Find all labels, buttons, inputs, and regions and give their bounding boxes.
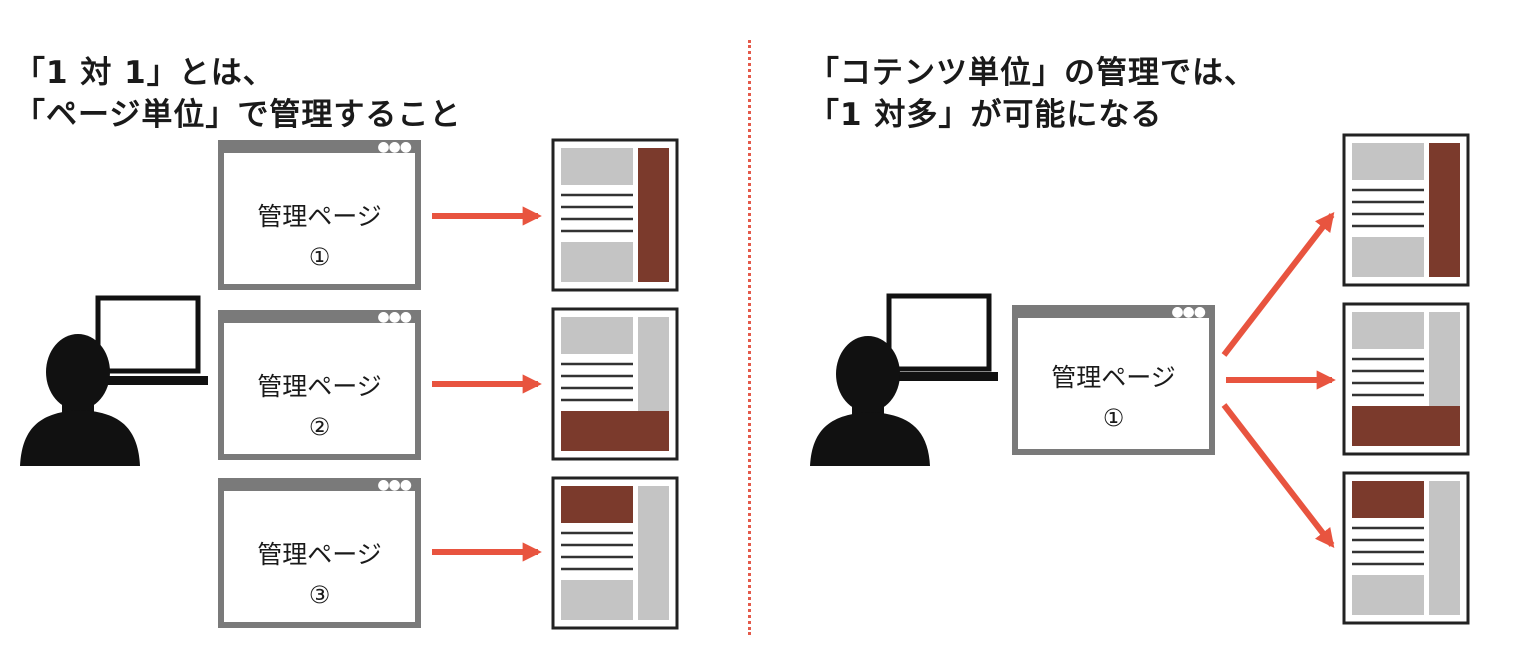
window-dots-icon: ●●● <box>377 309 412 325</box>
person-silhouette-icon <box>20 334 140 466</box>
admin-page-number: ① <box>1102 404 1125 432</box>
admin-page-label: 管理ページ <box>257 540 382 569</box>
admin-page-window-1: ●●● 管理ページ ① <box>218 140 421 290</box>
admin-page-number: ① <box>308 243 331 271</box>
arrow-down-right-icon <box>1221 403 1335 549</box>
left-heading-line-2: 「ページ単位」で管理すること <box>14 97 462 133</box>
person-silhouette-icon <box>810 336 930 466</box>
admin-page-number: ② <box>308 413 331 441</box>
admin-page-window-shared: ●●● 管理ページ ① <box>1012 305 1215 455</box>
document-layout-icon <box>1342 302 1470 456</box>
admin-page-window-2: ●●● 管理ページ ② <box>218 310 421 460</box>
left-user-group <box>20 295 208 466</box>
admin-page-window-3: ●●● 管理ページ ③ <box>218 478 421 628</box>
center-divider <box>748 40 751 635</box>
arrow-up-right-icon <box>1221 211 1335 357</box>
window-dots-icon: ●●● <box>377 139 412 155</box>
right-heading-line-1: 「コテンツ単位」の管理では、 <box>808 55 1256 91</box>
document-layout-icon <box>551 307 679 461</box>
left-heading-line-1: 「1 対 1」とは、 <box>14 55 275 91</box>
document-layout-icon <box>551 138 679 292</box>
right-heading-line-2: 「1 対多」が可能になる <box>808 97 1163 133</box>
window-dots-icon: ●●● <box>1171 304 1206 320</box>
right-heading: 「コテンツ単位」の管理では、 「1 対多」が可能になる <box>808 52 1256 136</box>
document-layout-icon <box>1342 471 1470 625</box>
right-user-group <box>810 293 998 466</box>
admin-page-label: 管理ページ <box>257 372 382 401</box>
window-dots-icon: ●●● <box>377 477 412 493</box>
left-heading: 「1 対 1」とは、 「ページ単位」で管理すること <box>14 52 461 136</box>
laptop-icon <box>880 293 998 381</box>
admin-page-label: 管理ページ <box>257 202 382 231</box>
document-layout-icon <box>1342 133 1470 287</box>
admin-page-label: 管理ページ <box>1051 363 1176 392</box>
laptop-icon <box>90 295 208 385</box>
admin-page-number: ③ <box>308 581 331 609</box>
document-layout-icon <box>551 476 679 630</box>
